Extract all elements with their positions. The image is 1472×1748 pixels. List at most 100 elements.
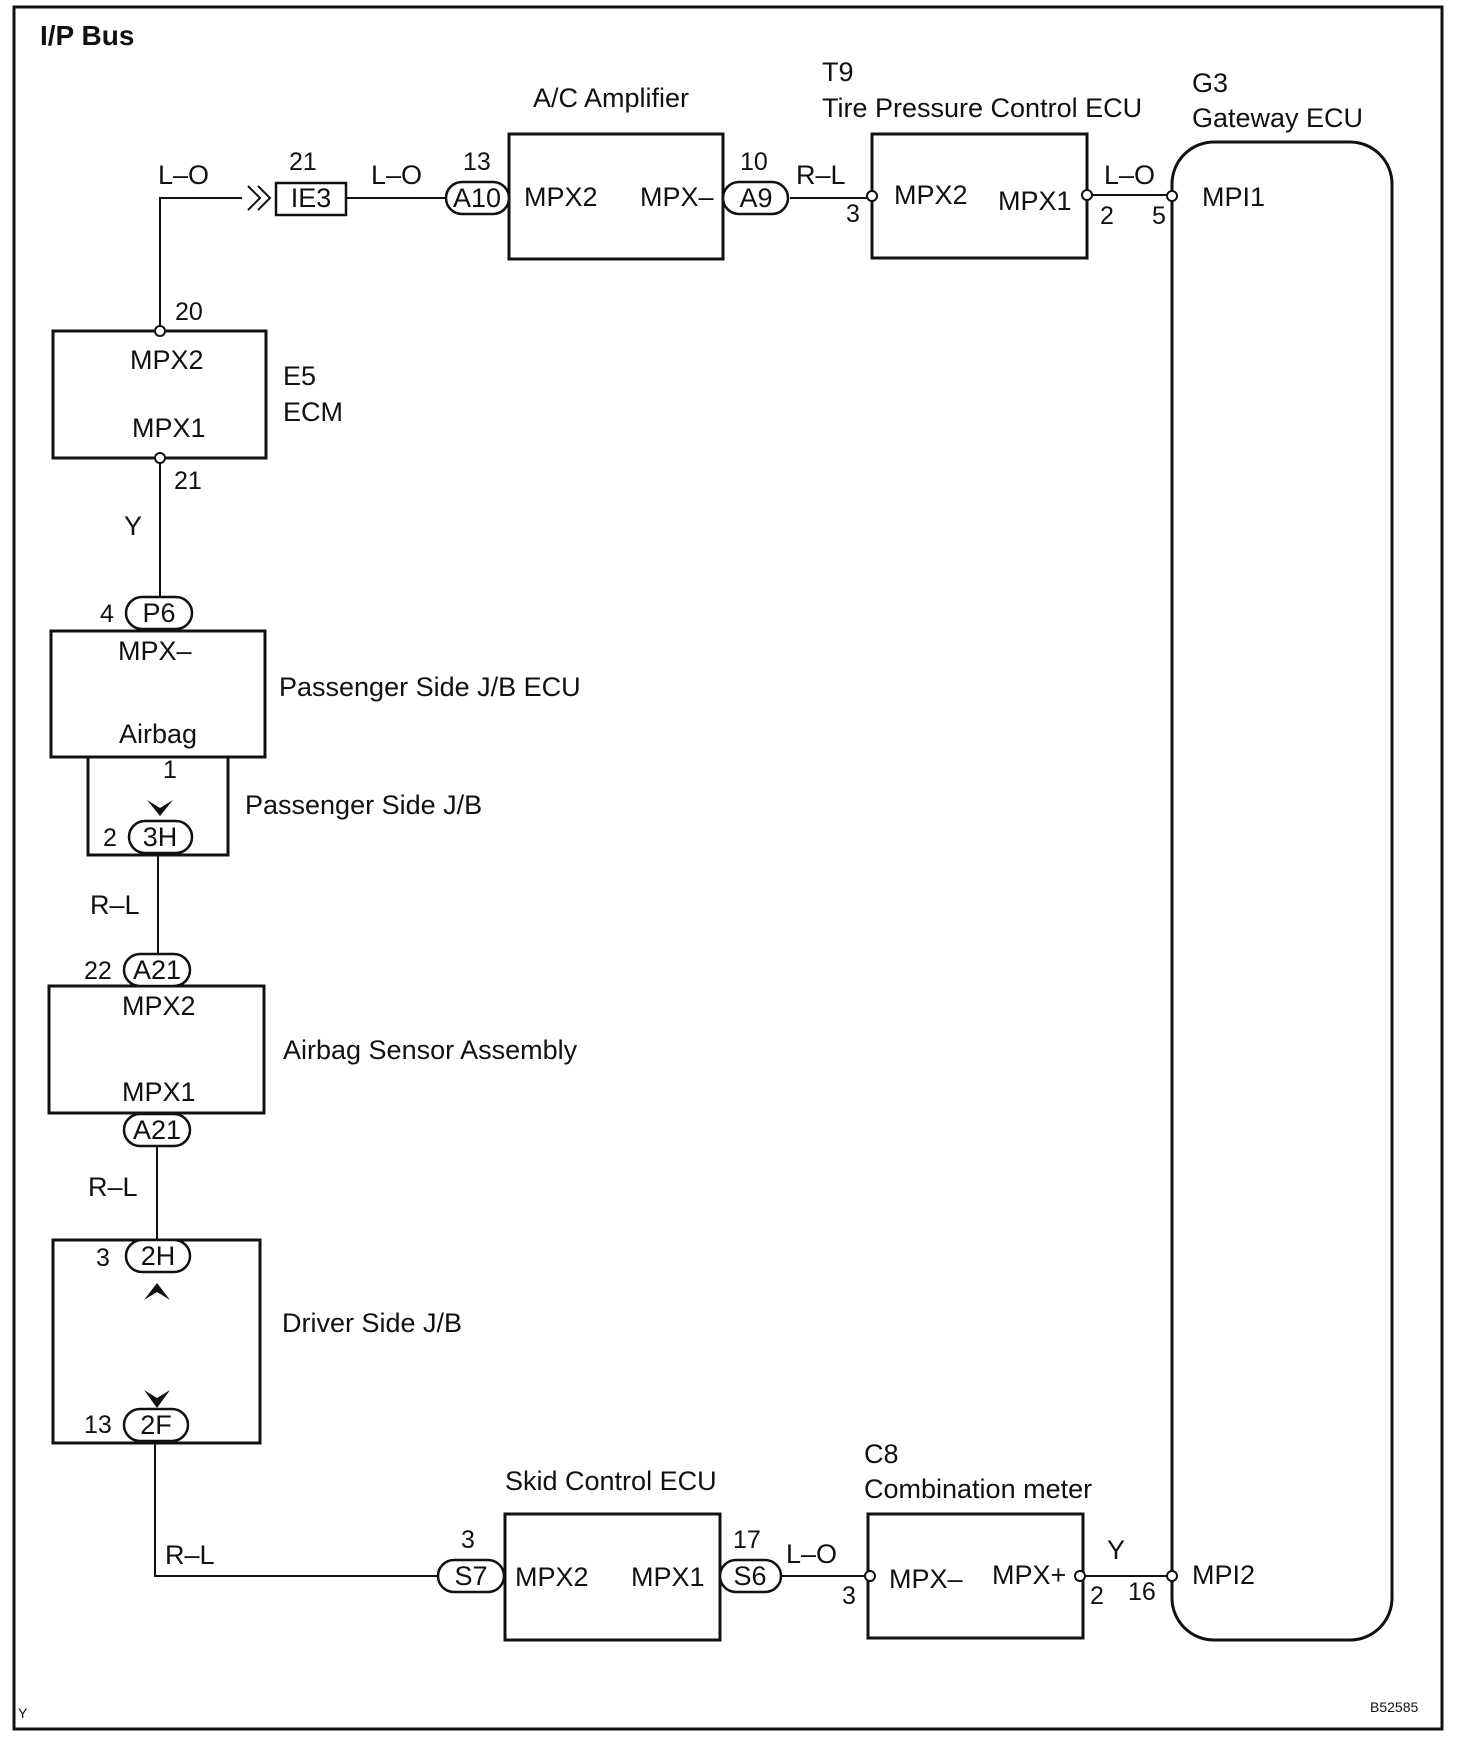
passenger-side-jb-ecu: Passenger Side J/B ECU MPX– Airbag <box>49 629 581 759</box>
pin-number: 3 <box>96 1244 110 1272</box>
wire-color-label: L–O <box>1104 160 1155 190</box>
connector-a21-top: A21 <box>122 952 192 988</box>
ecm-pin-top: MPX2 <box>130 345 204 375</box>
wire-color-label: R–L <box>165 1540 215 1570</box>
connector-a9-label: A9 <box>739 183 772 213</box>
wire-color-label: L–O <box>158 160 209 190</box>
connector-3h: 3H <box>127 819 194 855</box>
wire-color-label: L–O <box>371 160 422 190</box>
tire-pressure-ecu-name: Tire Pressure Control ECU <box>822 93 1142 123</box>
ecm-pin-bottom: MPX1 <box>132 413 206 443</box>
passenger-side-jb-name: Passenger Side J/B <box>245 790 482 820</box>
pin-number: 3 <box>461 1526 475 1554</box>
diagram-title: I/P Bus <box>40 20 134 51</box>
wire-color-label: R–L <box>796 160 846 190</box>
driver-side-jb: Driver Side J/B <box>51 1238 462 1445</box>
airbag-sensor-name: Airbag Sensor Assembly <box>283 1035 578 1065</box>
tire-pressure-ecu-code: T9 <box>822 57 854 87</box>
figure-code: B52585 <box>1370 1699 1418 1715</box>
gateway-ecu: G3 Gateway ECU MPI1 MPI2 <box>1170 68 1394 1642</box>
skid-control-ecu-pin-left: MPX2 <box>515 1562 589 1592</box>
terminal-dot <box>1081 189 1093 201</box>
airbag-sensor-pin-top: MPX2 <box>122 991 196 1021</box>
connector-s7-label: S7 <box>454 1561 487 1591</box>
diagram-frame <box>12 5 1444 1731</box>
connector-2f: 2F <box>122 1407 190 1443</box>
gateway-ecu-pin-top: MPI1 <box>1202 182 1265 212</box>
down-arrow-icon <box>144 1390 170 1408</box>
wire-color-label: Y <box>1107 1535 1125 1565</box>
tire-pressure-ecu-box <box>870 132 1089 260</box>
pin-number: 2 <box>1090 1582 1104 1610</box>
skid-control-ecu-name: Skid Control ECU <box>505 1466 717 1496</box>
connector-2f-label: 2F <box>140 1410 172 1440</box>
gateway-ecu-code: G3 <box>1192 68 1228 98</box>
wire-color-label: R–L <box>88 1172 138 1202</box>
connector-ie3-label: IE3 <box>291 183 332 213</box>
passenger-side-jb-ecu-box <box>49 629 267 759</box>
passenger-side-jb-ecu-name: Passenger Side J/B ECU <box>279 672 581 702</box>
airbag-sensor-assembly: Airbag Sensor Assembly MPX2 MPX1 <box>47 984 578 1115</box>
pin-numbers: 21 13 10 3 2 5 20 21 4 1 2 22 3 13 3 17 … <box>84 148 1166 1610</box>
ecm-code: E5 <box>283 361 316 391</box>
pin-number: 1 <box>163 756 177 784</box>
pin-number: 13 <box>463 148 491 176</box>
pin-number: 13 <box>84 1411 112 1439</box>
connector-2f-body <box>122 1407 190 1443</box>
connector-a21-bottom: A21 <box>122 1112 192 1148</box>
connector-a9-body <box>721 180 790 216</box>
ac-amplifier-box <box>507 132 725 261</box>
pin-number: 3 <box>846 200 860 228</box>
connector-s7-body <box>436 1558 506 1594</box>
junction-arrows <box>144 800 173 1408</box>
gateway-ecu-pin-bottom: MPI2 <box>1192 1560 1255 1590</box>
connector-a10-label: A10 <box>453 183 501 213</box>
terminal-dot <box>866 190 878 202</box>
double-chevron-icon <box>247 185 262 211</box>
gateway-ecu-box <box>1170 140 1394 1642</box>
combination-meter-box <box>866 1512 1085 1640</box>
terminal-dot <box>1166 190 1178 202</box>
pin-number: 2 <box>1100 202 1114 230</box>
combination-meter: C8 Combination meter MPX– MPX+ <box>864 1439 1092 1640</box>
connector-2h-body <box>124 1238 192 1274</box>
pin-number: 4 <box>100 600 114 628</box>
footer-left-code: Y <box>18 1705 28 1721</box>
terminal-dot <box>864 1570 876 1582</box>
connector-a9: A9 <box>721 180 790 216</box>
ecm-name: ECM <box>283 397 343 427</box>
wire-ecm-to-ie3 <box>159 197 242 327</box>
connector-s6-label: S6 <box>733 1561 766 1591</box>
pin-number: 3 <box>842 1582 856 1610</box>
wire-djb-to-skid <box>154 1441 440 1577</box>
terminal-dot <box>1166 1570 1178 1582</box>
pin-number: 21 <box>174 467 202 495</box>
connector-s7: S7 <box>436 1558 506 1594</box>
pin-number: 16 <box>1128 1578 1156 1606</box>
combination-meter-code: C8 <box>864 1439 899 1469</box>
connector-ie3-body <box>274 181 348 217</box>
pin-number: 17 <box>733 1526 761 1554</box>
tire-pressure-ecu-pin-left: MPX2 <box>894 180 968 210</box>
ecm-box <box>51 329 268 460</box>
airbag-sensor-pin-bottom: MPX1 <box>122 1077 196 1107</box>
wire-color-label: R–L <box>90 890 140 920</box>
ac-amplifier: A/C Amplifier MPX2 MPX– <box>507 83 725 261</box>
passenger-side-jb-ecu-pin-bottom: Airbag <box>119 719 197 749</box>
gateway-ecu-name: Gateway ECU <box>1192 103 1363 133</box>
connector-ie3: IE3 <box>247 181 348 217</box>
connector-a21-bottom-body <box>122 1112 192 1148</box>
down-arrow-icon <box>147 800 173 816</box>
terminal-dot <box>1074 1570 1086 1582</box>
ac-amplifier-pin-right: MPX– <box>640 182 714 212</box>
connector-p6: P6 <box>124 595 194 631</box>
ac-amplifier-name: A/C Amplifier <box>533 83 689 113</box>
connector-p6-label: P6 <box>142 598 175 628</box>
skid-control-ecu: Skid Control ECU MPX2 MPX1 <box>503 1466 722 1642</box>
double-chevron-icon <box>257 185 272 211</box>
driver-side-jb-name: Driver Side J/B <box>282 1308 462 1338</box>
connector-2h: 2H <box>124 1238 192 1274</box>
pin-number: 2 <box>103 824 117 852</box>
connector-3h-label: 3H <box>143 822 178 852</box>
